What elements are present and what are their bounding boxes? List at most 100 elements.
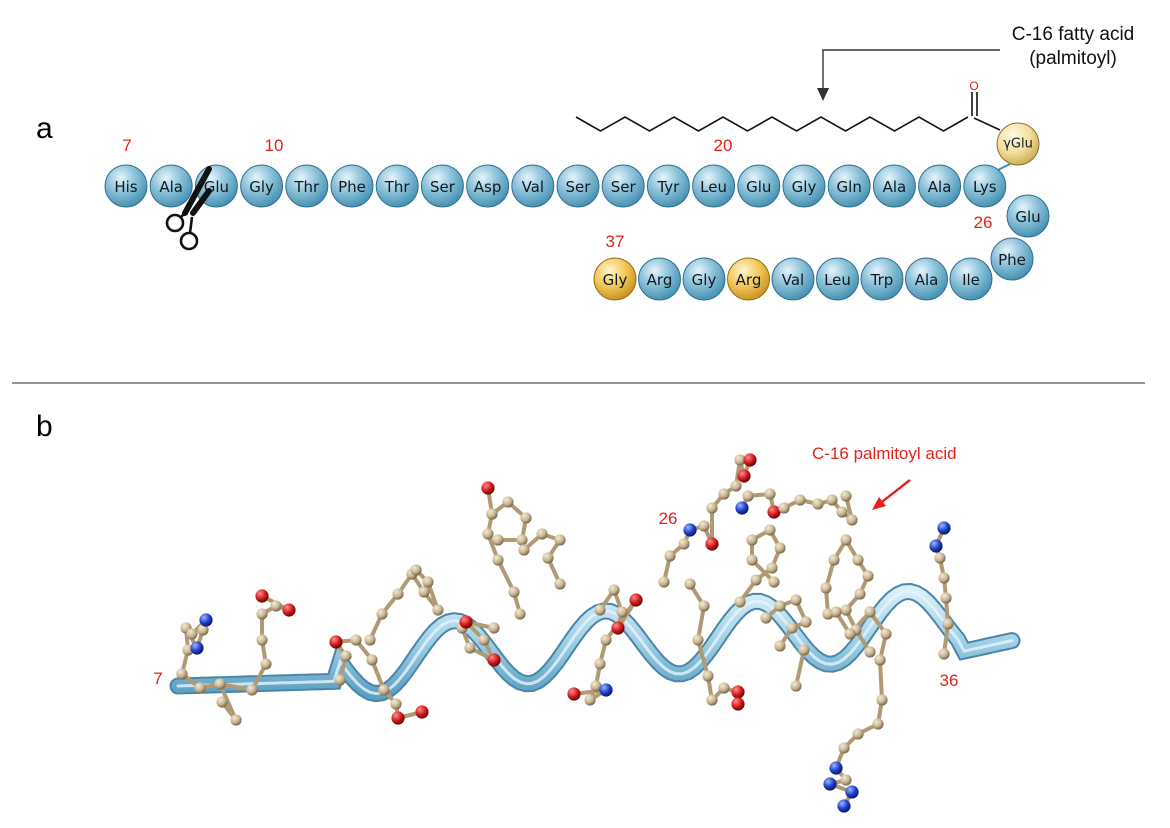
oxygen-atom <box>731 685 745 699</box>
nitrogen-atom <box>190 641 204 655</box>
carbon-atom <box>934 552 946 564</box>
carbon-atom <box>800 616 812 628</box>
carbon-atom <box>876 694 888 706</box>
residue-label: Trp <box>870 271 894 289</box>
carbon-atom <box>872 718 884 730</box>
carbon-atom <box>864 606 876 618</box>
carbon-atom <box>840 534 852 546</box>
carbon-atom <box>774 542 786 554</box>
carbon-atom <box>186 628 198 640</box>
linker-label: γGlu <box>1003 137 1033 152</box>
palmitoyl-arrow <box>877 479 911 506</box>
helix-ribbon-highlight <box>176 589 1014 696</box>
oxygen-atom <box>737 469 751 483</box>
carbon-atom <box>256 634 268 646</box>
oxygen-atom <box>282 603 296 617</box>
carbon-atom <box>678 538 690 550</box>
carbon-atom <box>594 604 606 616</box>
side-chain-bonds <box>180 458 950 808</box>
nitrogen-atom <box>829 761 843 775</box>
carbon-atom <box>706 694 718 706</box>
carbon-atom <box>390 698 402 710</box>
residue-bead-glu: Glu <box>1006 194 1050 238</box>
residue-label: Asp <box>474 178 502 196</box>
fatty-acid-label: C-16 fatty acid <box>1012 24 1135 45</box>
residue-bead-ala: Ala <box>918 164 962 208</box>
bond <box>604 598 638 642</box>
residue-label: Lys <box>973 178 997 196</box>
residue-bead-thr: Thr <box>375 164 419 208</box>
fatty-acid-arrow <box>822 49 1000 92</box>
residue-label: Leu <box>700 178 727 196</box>
linker-bond <box>973 117 1001 131</box>
carbon-atom <box>482 528 494 540</box>
bond <box>794 648 806 688</box>
carbon-atom <box>880 628 892 640</box>
carbon-atom <box>742 490 754 502</box>
residue-label: Ala <box>159 178 183 196</box>
carbon-atom <box>854 588 866 600</box>
residue-label: Gly <box>249 178 274 196</box>
carbon-atom <box>246 684 258 696</box>
carbon-atom <box>790 594 802 606</box>
carbon-atom <box>256 608 268 620</box>
carbon-atom <box>874 654 886 666</box>
carbon-atom <box>608 584 620 596</box>
carbon-atom <box>378 684 390 696</box>
carbon-atom <box>838 742 850 754</box>
oxygen-atom <box>255 589 269 603</box>
nitrogen-atom <box>683 523 697 537</box>
oxygen-atom <box>329 635 343 649</box>
residue-bead-gly: Gly <box>593 257 637 301</box>
carbon-atom <box>746 534 758 546</box>
structure-number-7: 7 <box>153 669 162 688</box>
carbon-atom <box>852 554 864 566</box>
carbon-atom <box>828 554 840 566</box>
residue-label: Glu <box>1015 208 1040 226</box>
residue-bead-ala: Ala <box>872 164 916 208</box>
residue-label: Ser <box>611 178 637 196</box>
carbon-atom <box>778 502 790 514</box>
residue-bead-glu: Glu <box>737 164 781 208</box>
linker-bead: γGlu <box>996 122 1040 166</box>
residue-label: Ala <box>928 178 952 196</box>
residue-label: Ser <box>566 178 592 196</box>
carbon-atom <box>508 586 520 598</box>
carbon-atom <box>718 488 730 500</box>
residue-bead-arg: Arg <box>638 257 681 301</box>
carbon-atom <box>514 608 526 620</box>
residue-label: Thr <box>293 178 320 196</box>
nitrogen-atom <box>845 785 859 799</box>
carbon-atom <box>852 728 864 740</box>
structure-number-26: 26 <box>659 509 678 528</box>
residue-label: Gly <box>603 271 628 289</box>
carbonyl-oxygen: O <box>969 79 978 93</box>
oxygen-atom <box>415 705 429 719</box>
carbon-atom <box>698 520 710 532</box>
carbon-atom <box>846 514 858 526</box>
carbon-atom <box>216 696 228 708</box>
residue-bead-gly: Gly <box>240 164 284 208</box>
oxygen-atom <box>459 615 473 629</box>
carbon-atom <box>836 506 848 518</box>
carbon-atom <box>938 572 950 584</box>
panel-a-label: a <box>36 112 53 145</box>
residue-bead-arg: Arg <box>727 257 770 301</box>
oxygen-atom <box>743 453 757 467</box>
residue-bead-asp: Asp <box>466 164 510 208</box>
carbon-atom <box>864 646 876 658</box>
nitrogen-atom <box>823 777 837 791</box>
carbon-atom <box>746 554 758 566</box>
oxygen-atom <box>481 481 495 495</box>
residue-bead-ser: Ser <box>601 164 645 208</box>
carbon-atom <box>492 554 504 566</box>
oxygen-atom <box>391 711 405 725</box>
residue-number-7: 7 <box>122 136 131 155</box>
bond <box>496 558 516 594</box>
palmitoyl-label: C-16 palmitoyl acid <box>812 444 957 463</box>
oxygen-atom <box>567 687 581 701</box>
